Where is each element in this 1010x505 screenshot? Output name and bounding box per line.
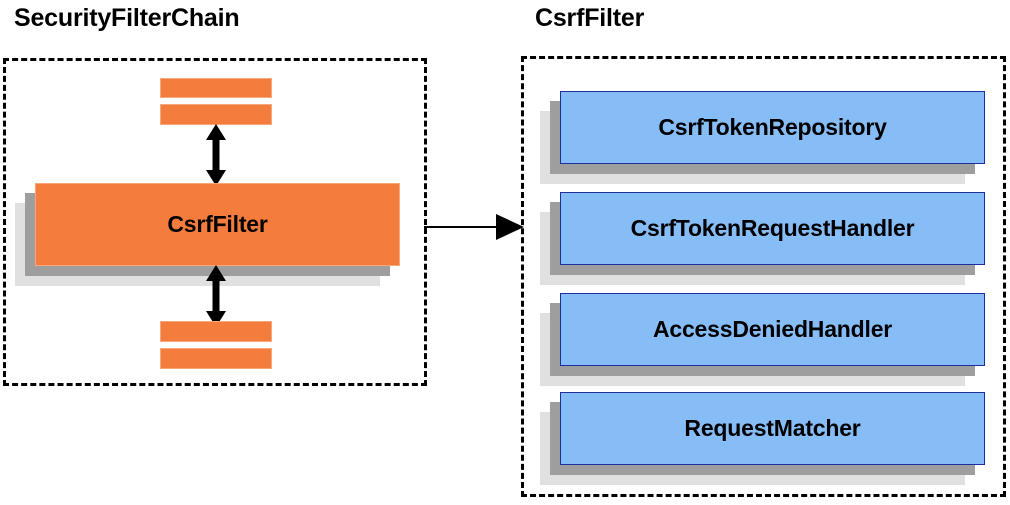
double-arrow-below-csrf-filter — [206, 265, 226, 327]
collaborator-card-label: CsrfTokenRequestHandler — [560, 192, 985, 265]
csrf-filter-container — [521, 56, 1006, 497]
filter-bar-above-2 — [160, 104, 272, 125]
filter-bar-above-1 — [160, 78, 272, 98]
csrf-filter-card[interactable]: CsrfFilter — [15, 183, 400, 286]
collaborator-card-label: CsrfTokenRepository — [560, 91, 985, 164]
filter-bar-below-1 — [160, 321, 272, 342]
collaborator-card-request-matcher[interactable]: RequestMatcher — [540, 392, 985, 485]
collaborator-card-csrf-token-repository[interactable]: CsrfTokenRepository — [540, 91, 985, 184]
double-arrow-above-csrf-filter — [206, 124, 226, 186]
filter-bar-below-2 — [160, 348, 272, 369]
collaborator-card-csrf-token-request-handler[interactable]: CsrfTokenRequestHandler — [540, 192, 985, 285]
page-title-csrf-filter: CsrfFilter — [535, 4, 645, 32]
collaborator-card-access-denied-handler[interactable]: AccessDeniedHandler — [540, 293, 985, 386]
collaborator-card-label: AccessDeniedHandler — [560, 293, 985, 366]
chain-to-csrf-connector-arrow — [424, 214, 524, 240]
csrf-filter-card-label: CsrfFilter — [35, 183, 400, 266]
page-title-security-filter-chain: SecurityFilterChain — [14, 4, 240, 32]
security-filter-chain-container — [3, 58, 427, 386]
collaborator-card-label: RequestMatcher — [560, 392, 985, 465]
